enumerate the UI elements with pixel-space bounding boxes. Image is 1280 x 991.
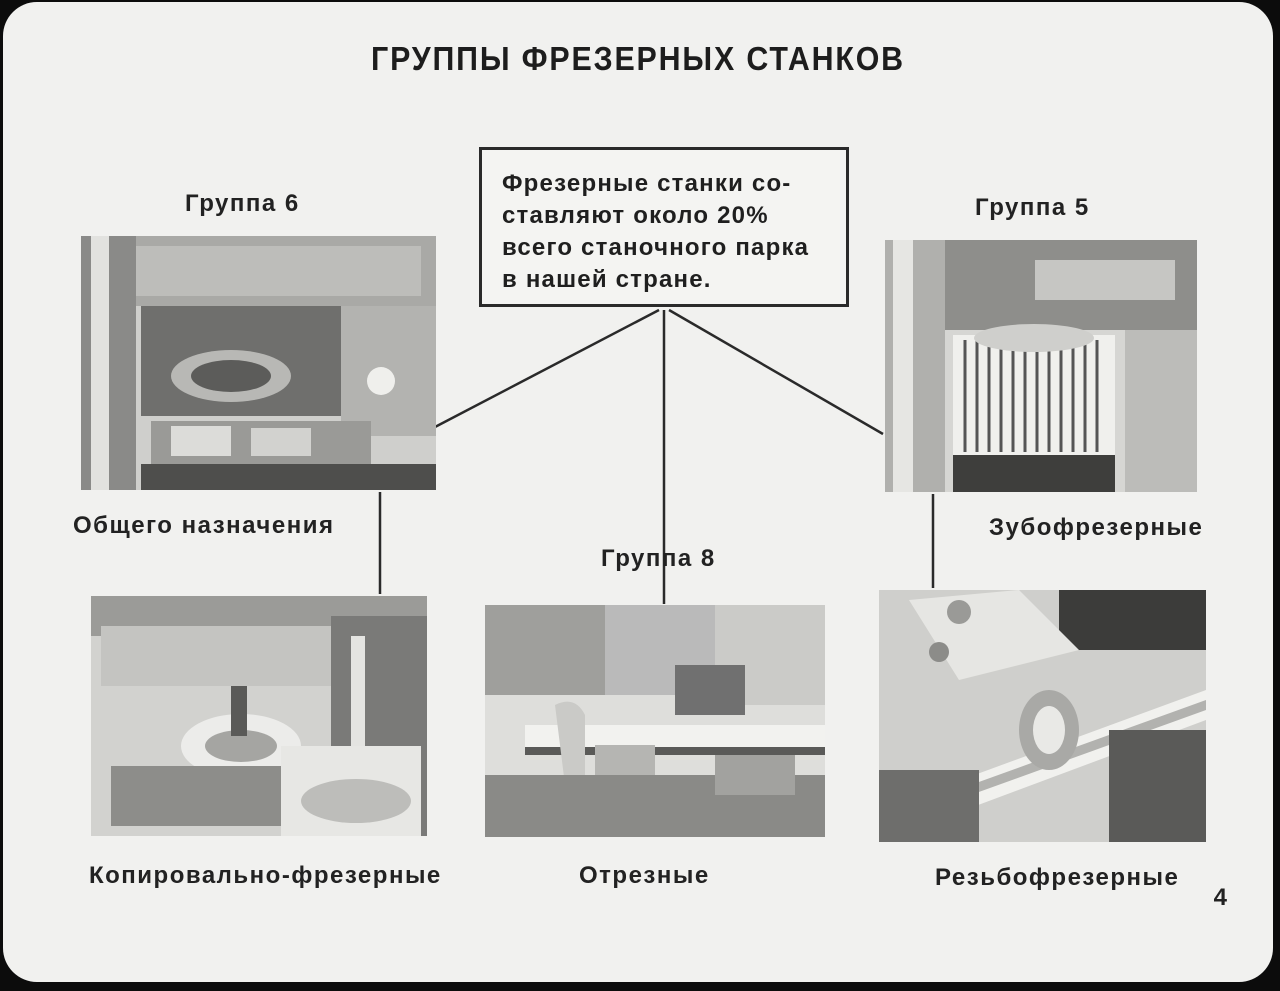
info-line-3: всего станочного парка [502, 234, 810, 261]
group-6-label: Группа 6 [185, 190, 300, 217]
photo-copy-milling-machine [91, 596, 427, 836]
thread-milling-label: Резьбофрезерные [935, 864, 1180, 891]
group-8-label: Группа 8 [601, 545, 716, 572]
info-line-1: Фрезерные станки со- [502, 170, 792, 197]
info-line-4: в нашей стране. [502, 266, 712, 293]
connector-to-group6 [434, 308, 660, 429]
page-number: 4 [1213, 884, 1227, 911]
connector-to-group5 [668, 308, 884, 436]
slide: ГРУППЫ ФРЕЗЕРНЫХ СТАНКОВ Фрезерные станк… [3, 2, 1273, 982]
photo-cutoff-milling-machine [485, 605, 825, 837]
general-purpose-label: Общего назначения [73, 512, 335, 539]
cutoff-milling-label: Отрезные [579, 862, 710, 889]
photo-gear-milling-machine [885, 240, 1197, 492]
group-5-label: Группа 5 [975, 194, 1090, 221]
info-line-2: ставляют около 20% [502, 202, 769, 229]
gear-milling-label: Зубофрезерные [989, 514, 1204, 541]
photo-thread-milling-machine [879, 590, 1206, 842]
copy-milling-label: Копировально-фрезерные [89, 862, 442, 889]
slide-title: ГРУППЫ ФРЕЗЕРНЫХ СТАНКОВ [371, 40, 905, 77]
photo-general-milling-machine [81, 236, 436, 490]
info-box: Фрезерные станки со- ставляют около 20% … [479, 147, 849, 307]
